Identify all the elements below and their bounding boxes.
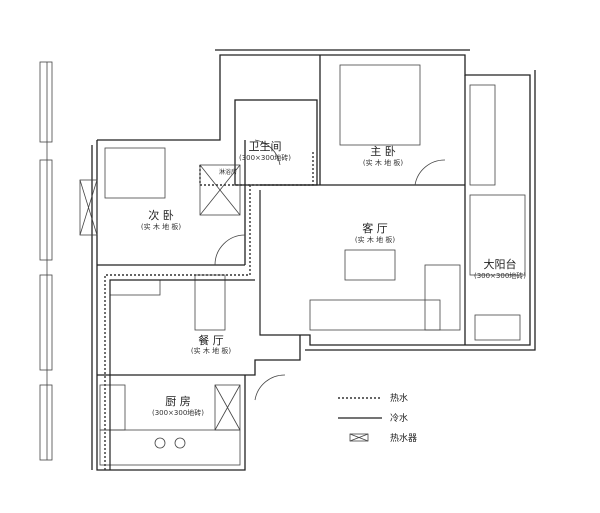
pipes	[104, 150, 314, 470]
master-bedroom-label: 主 卧	[370, 145, 396, 158]
living-room-label: 客 厅	[362, 221, 388, 235]
kitchen-label: 厨 房	[165, 395, 191, 408]
master-bedroom-floor: (实 木 地 板)	[363, 158, 403, 167]
dining-room-label: 餐 厅	[198, 333, 224, 347]
legend: 热水 冷水 热水器	[338, 392, 417, 444]
living-room-floor: (实 木 地 板)	[355, 235, 395, 244]
legend-water-heater: 热水器	[390, 432, 417, 444]
kitchen-floor: (300×300地砖)	[152, 408, 204, 417]
cold-water-pipe	[259, 190, 300, 336]
balcony-label: 大阳台	[484, 257, 517, 271]
bathroom-floor: (300×300地砖)	[239, 153, 291, 162]
balcony-floor: (300×300地砖)	[474, 271, 526, 280]
hot-water-pipe	[104, 150, 314, 470]
exterior-markers	[39, 61, 53, 461]
shower-label: 淋浴房	[219, 168, 237, 176]
legend-hot-water: 热水	[390, 392, 408, 404]
second-bedroom-label: 次 卧	[148, 208, 174, 222]
legend-cold-water: 冷水	[390, 412, 408, 424]
exterior-walls	[91, 49, 536, 471]
bathroom-label: 卫生间	[249, 139, 282, 153]
doors	[214, 139, 446, 401]
furniture	[99, 64, 526, 466]
bay-window	[79, 179, 98, 236]
room-labels: 卫生间 (300×300地砖) 主 卧 (实 木 地 板) 次 卧 (实 木 地…	[141, 139, 526, 417]
second-bedroom-floor: (实 木 地 板)	[141, 222, 181, 231]
interior-walls	[97, 55, 466, 376]
dining-room-floor: (实 木 地 板)	[191, 346, 231, 355]
